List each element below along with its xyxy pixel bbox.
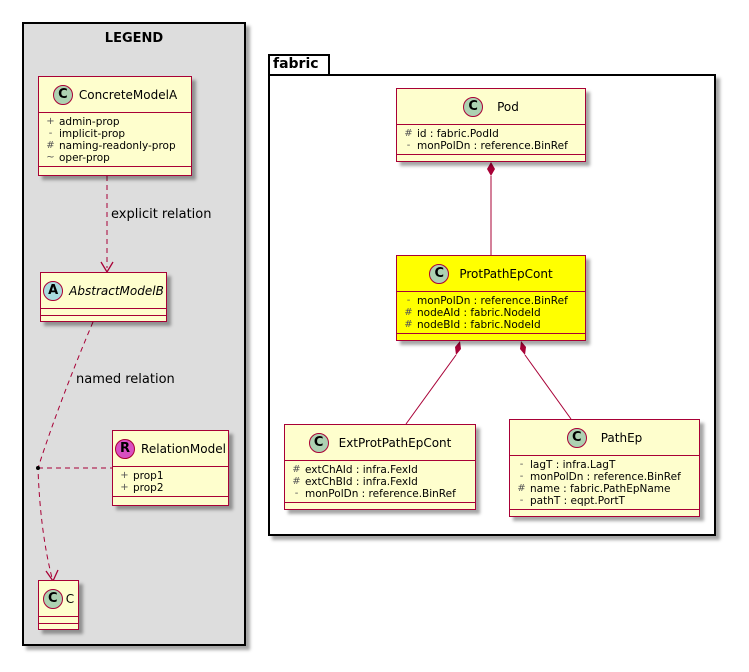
attribute-row: #naming-readonly-prop <box>46 140 176 152</box>
visibility-protected-icon: # <box>292 476 301 487</box>
class-name: C <box>65 591 75 606</box>
visibility-protected-icon: # <box>517 483 526 494</box>
class-ext-prot-path-ep-cont: C ExtProtPathEpCont #extChAId : infra.Fe… <box>284 424 476 510</box>
fabric-package-name: fabric <box>273 56 319 72</box>
visibility-private-icon: - <box>519 471 524 482</box>
attribute-row: #nodeAId : fabric.NodeId <box>404 307 541 319</box>
visibility-private-icon: - <box>406 140 411 151</box>
class-name: Pod <box>497 99 519 114</box>
attribute-row: +prop1 <box>120 470 164 482</box>
class-prot-path-ep-cont: C ProtPathEpCont -monPolDn : reference.B… <box>396 255 586 341</box>
attribute-row: -monPolDn : reference.BinRef <box>516 471 699 483</box>
visibility-protected-icon: # <box>404 319 413 330</box>
class-name: RelationModel <box>141 441 226 456</box>
pathep-composition-diamond <box>520 341 526 355</box>
class-stereotype-icon: C <box>42 588 63 609</box>
pod-composition-diamond <box>487 162 495 176</box>
attribute-row: ~oper-prop <box>46 152 110 164</box>
attribute-row: +prop2 <box>120 482 164 494</box>
visibility-public-icon: + <box>120 482 129 493</box>
class-relation-model: R RelationModel +prop1 +prop2 <box>112 430 229 506</box>
relation-node <box>36 466 40 470</box>
class-name: ExtProtPathEpCont <box>338 435 452 450</box>
fabric-package-tab <box>268 54 330 76</box>
class-name: AbstractModelB <box>69 283 164 298</box>
class-stereotype-icon: C <box>429 263 450 284</box>
visibility-protected-icon: # <box>292 464 301 475</box>
class-stereotype-icon: A <box>43 280 64 301</box>
visibility-protected-icon: # <box>404 128 413 139</box>
visibility-package-icon: ~ <box>46 152 55 163</box>
visibility-private-icon: - <box>48 128 53 139</box>
visibility-private-icon: - <box>406 295 411 306</box>
legend-title: LEGEND <box>104 31 164 46</box>
class-concrete-model-a: C ConcreteModelA +admin-prop -implicit-p… <box>38 76 192 176</box>
attribute-row: -pathT : eqpt.PortT <box>516 495 699 507</box>
attribute-row: #extChAId : infra.FexId <box>292 464 418 476</box>
named-relation-line <box>37 321 94 579</box>
class-pod: C Pod #id : fabric.PodId -monPolDn : ref… <box>396 88 586 162</box>
class-stereotype-icon: C <box>463 96 484 117</box>
class-stereotype-icon: R <box>115 438 136 459</box>
explicit-relation-label: explicit relation <box>111 207 212 222</box>
visibility-private-icon: - <box>519 459 524 470</box>
class-c: C C <box>38 580 79 630</box>
class-stereotype-icon: C <box>52 84 73 105</box>
visibility-public-icon: + <box>46 116 55 127</box>
attribute-row: -implicit-prop <box>45 128 191 140</box>
attribute-row: +admin-prop <box>46 116 120 128</box>
class-name: ConcreteModelA <box>78 87 178 102</box>
attribute-row: -lagT : infra.LagT <box>516 459 699 471</box>
visibility-private-icon: - <box>519 495 524 506</box>
class-abstract-model-b: A AbstractModelB <box>40 272 167 322</box>
named-relation-label: named relation <box>76 372 175 387</box>
class-path-ep: C PathEp -lagT : infra.LagT -monPolDn : … <box>509 419 700 517</box>
visibility-protected-icon: # <box>404 307 413 318</box>
attribute-row: -monPolDn : reference.BinRef <box>403 140 585 152</box>
attribute-row: -monPolDn : reference.BinRef <box>291 488 475 500</box>
visibility-public-icon: + <box>120 470 129 481</box>
ext-composition-diamond <box>455 341 461 355</box>
attribute-row: #extChBId : infra.FexId <box>292 476 418 488</box>
ext-composition-line <box>405 354 457 425</box>
attribute-row: #id : fabric.PodId <box>404 128 499 140</box>
attribute-row: #name : fabric.PathEpName <box>517 483 671 495</box>
class-stereotype-icon: C <box>308 432 329 453</box>
class-name: ProtPathEpCont <box>459 266 553 281</box>
attribute-row: -monPolDn : reference.BinRef <box>403 295 585 307</box>
visibility-private-icon: - <box>294 488 299 499</box>
pathep-composition-line <box>524 354 572 420</box>
attribute-row: #nodeBId : fabric.NodeId <box>404 319 541 331</box>
class-name: PathEp <box>600 430 643 445</box>
class-stereotype-icon: C <box>566 427 587 448</box>
visibility-protected-icon: # <box>46 140 55 151</box>
